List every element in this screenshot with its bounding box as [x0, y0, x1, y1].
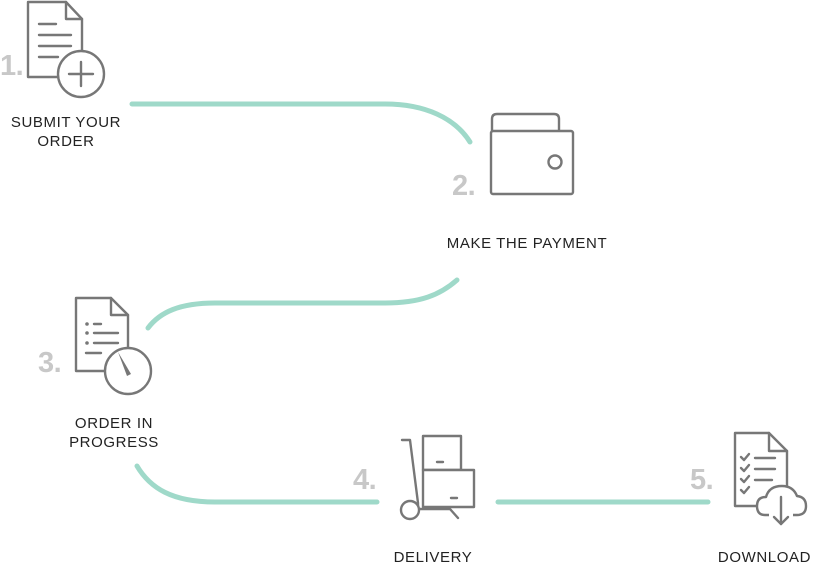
step-3-label-line-1: ORDER IN: [74, 415, 154, 432]
step-3-label: ORDER IN PROGRESS: [54, 414, 174, 452]
document-add-icon: [26, 0, 106, 99]
connector-step2-step3: [145, 277, 460, 331]
step-5-label-line-1: DOWNLOAD: [717, 549, 812, 566]
step-1-label: SUBMIT YOUR ORDER: [2, 113, 130, 151]
step-5-number: 5.: [690, 464, 714, 496]
wallet-icon: [489, 112, 575, 196]
step-1-label-line-1: SUBMIT YOUR: [10, 114, 122, 131]
hand-truck-icon: [399, 434, 476, 521]
step-3-label-line-2: PROGRESS: [69, 434, 159, 451]
step-2-label: MAKE THE PAYMENT: [432, 234, 622, 253]
step-4-number: 4.: [353, 464, 377, 496]
step-4-label: DELIVERY: [383, 548, 483, 567]
step-2-label-line-1: MAKE THE PAYMENT: [446, 235, 608, 252]
step-1-label-line-2: ORDER: [37, 133, 95, 150]
checklist-cloud-download-icon: [733, 431, 808, 526]
step-5-label: DOWNLOAD: [712, 548, 817, 567]
connector-step1-step2: [129, 101, 473, 145]
step-3-number: 3.: [38, 347, 62, 379]
step-4-label-line-1: DELIVERY: [393, 549, 473, 566]
step-1-number: 1.: [0, 50, 24, 82]
connector-step3-step4: [134, 463, 380, 505]
step-2-number: 2.: [452, 170, 476, 202]
document-clock-icon: [74, 296, 153, 396]
